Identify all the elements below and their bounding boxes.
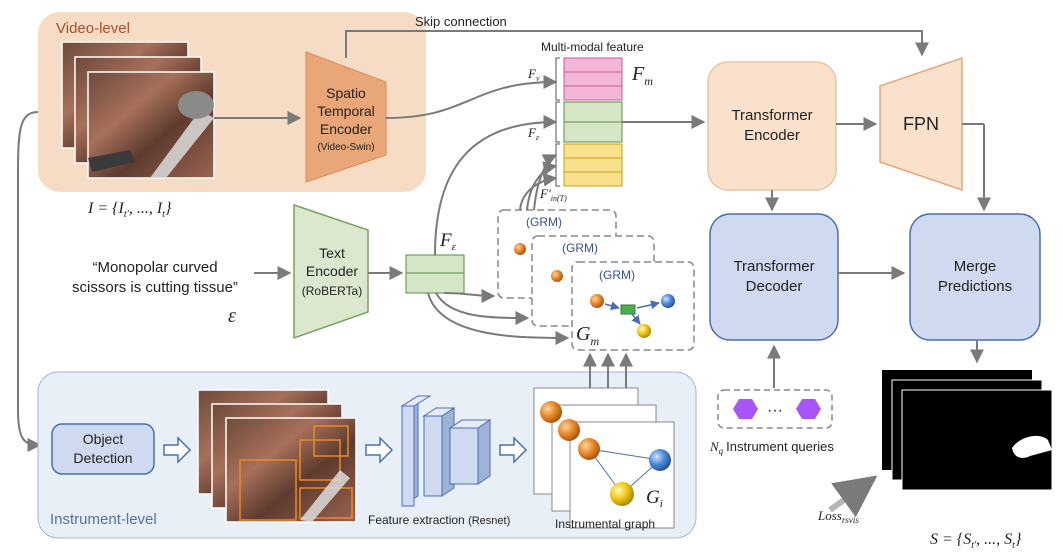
merge-predictions [909, 213, 1041, 341]
query-hexagon-right [796, 399, 821, 419]
transformer-encoder [707, 61, 837, 191]
gi-label: Gi [646, 487, 663, 510]
skip-connection-label: Skip connection [415, 14, 507, 29]
grm3-to-stack-arrow [533, 154, 558, 211]
spatio-label: Spatio [326, 85, 366, 101]
hollow-arrow-3 [499, 436, 528, 464]
text-encoder [293, 203, 369, 340]
encoder-label: Encoder [320, 121, 372, 137]
video-level-title: Video-level [56, 20, 130, 37]
text-feature-to-stack-arrow [434, 115, 558, 256]
grm-box-3: (GRM) [571, 261, 695, 351]
feature-extraction-label: Feature extraction (Resnet) [368, 513, 510, 527]
query-hexagon-left [733, 399, 758, 419]
multimodal-stack [563, 57, 623, 187]
transformer-decoder-label1: Transformer [733, 258, 814, 275]
svg-text:(GRM): (GRM) [526, 215, 562, 229]
feature-extraction-blocks [400, 395, 492, 507]
fpn-block [879, 56, 963, 192]
text-feature-block [405, 254, 465, 294]
multimodal-title: Multi-modal feature [541, 40, 644, 54]
text-quote-line2: scissors is cutting tissue” [72, 279, 238, 296]
fv-label: Fv [527, 66, 540, 83]
hollow-arrow-2 [365, 436, 394, 464]
text-quote-line1: “Monopolar curved [92, 259, 217, 276]
instrumental-graph [533, 387, 675, 529]
text-encoder-label3: (RoBERTa) [302, 284, 362, 298]
fin-label: F′in(T) [539, 186, 567, 203]
loss-arrow [828, 475, 878, 518]
merge-label2: Predictions [938, 278, 1012, 295]
output-masks [882, 370, 1053, 491]
spatio-temporal-encoder [305, 51, 387, 183]
temporal-label: Temporal [317, 103, 375, 119]
fm-label: Fm [631, 63, 653, 88]
gm-label: Gm [576, 323, 599, 348]
fe-label: Fε [527, 125, 540, 142]
transformer-decoder [709, 213, 839, 341]
detected-frames [197, 389, 357, 523]
fpn-label: FPN [903, 114, 939, 134]
video-frames [61, 41, 215, 179]
video-to-instrument-arrow [17, 111, 42, 452]
text-encoder-label1: Text [319, 245, 345, 261]
instrumental-graph-label: Instrumental graph [555, 517, 655, 531]
object-detection-label1: Object [83, 431, 124, 447]
feature-to-grm3-arrow [427, 292, 570, 345]
video-swin-label: (Video-Swin) [317, 142, 374, 153]
epsilon-label: ε [228, 305, 236, 327]
feature-to-grm2-arrow [435, 292, 530, 325]
loss-label: Lossrsvis [817, 508, 859, 525]
svg-text:(GRM): (GRM) [562, 241, 598, 255]
svg-text:(GRM): (GRM) [599, 268, 635, 282]
text-feature-label: Fε [439, 230, 457, 253]
instrument-level-title: Instrument-level [50, 511, 157, 528]
object-detection-label2: Detection [73, 450, 132, 466]
object-detection-block [51, 423, 155, 475]
encoder-to-fv-arrow [385, 75, 558, 119]
transformer-encoder-label2: Encoder [744, 127, 800, 144]
output-formula: S = {St′, ..., St} [930, 531, 1022, 551]
input-formula: I = {It′, ..., It} [87, 200, 172, 220]
query-dots: ··· [767, 402, 783, 419]
merge-label1: Merge [954, 258, 997, 275]
transformer-encoder-label1: Transformer [731, 107, 812, 124]
text-encoder-label2: Encoder [306, 263, 358, 279]
transformer-decoder-label2: Decoder [746, 278, 803, 295]
feature-to-grm1-arrow [443, 288, 496, 303]
hollow-arrow-1 [163, 436, 192, 464]
skip-connection-arrow [345, 30, 929, 58]
